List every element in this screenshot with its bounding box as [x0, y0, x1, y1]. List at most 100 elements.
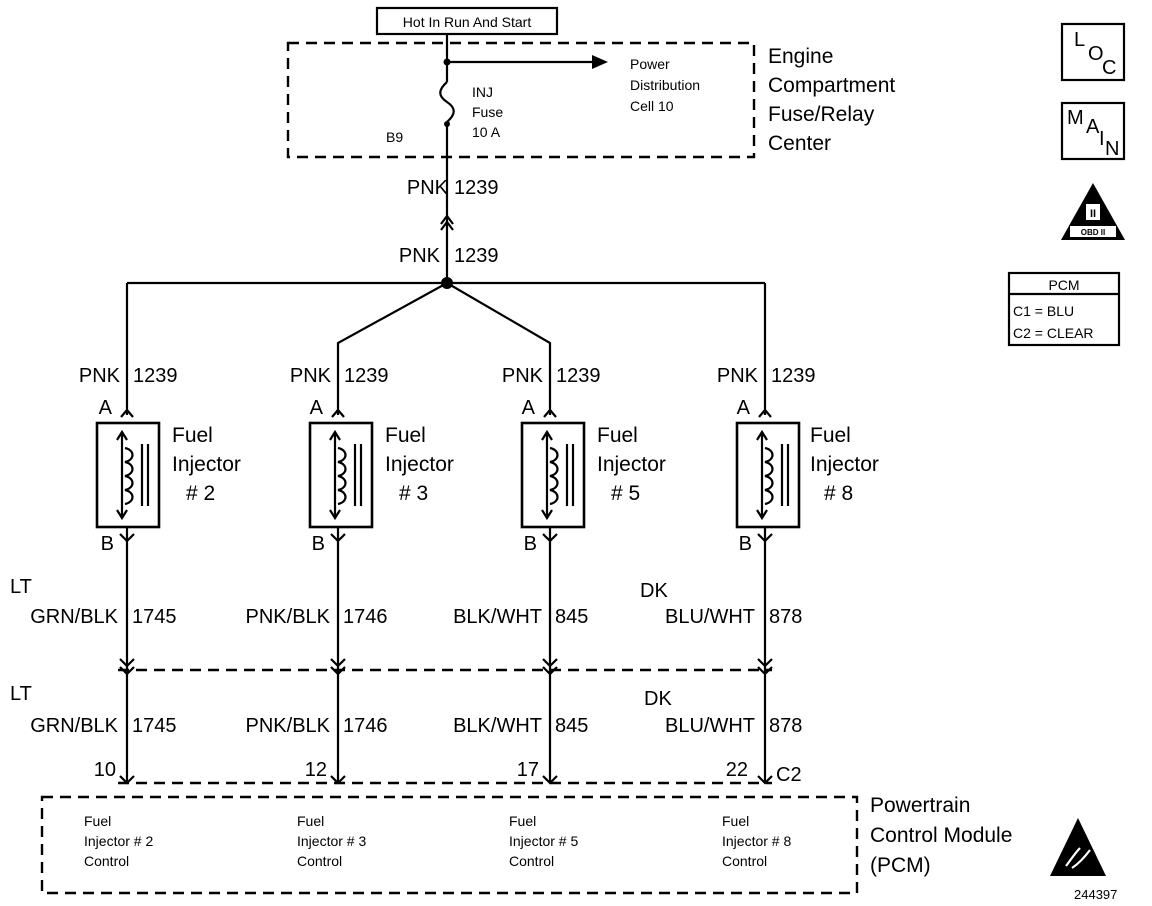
power-label-box: [375, 6, 559, 36]
ctrl-line3: Control: [722, 853, 767, 869]
pcm-connector-label: C2: [776, 764, 802, 786]
fuse-rating: 10 A: [472, 124, 501, 140]
injector-in-circuit: 1239: [344, 365, 389, 387]
coil-icon: [549, 446, 559, 506]
arrow-right-icon: [592, 55, 608, 69]
loc-symbol-l: L: [1074, 29, 1085, 51]
ctrl-line2: Injector # 8: [722, 833, 791, 849]
injector-pin-b: B: [524, 533, 537, 555]
injector-label-line1: Fuel: [385, 424, 426, 447]
pcm-circuit: 878: [769, 715, 802, 737]
loc-symbol-c: C: [1102, 57, 1116, 79]
coil-icon: [124, 446, 134, 506]
injector-label-line3: # 5: [611, 482, 640, 505]
injector-label-line1: Fuel: [597, 424, 638, 447]
power-distribution-line1: Power: [630, 56, 670, 72]
ctrl-line3: Control: [84, 853, 129, 869]
pcm-color: PNK/BLK: [246, 715, 331, 737]
injector-in-color: PNK: [79, 365, 121, 387]
pcm-color: BLU/WHT: [665, 715, 755, 737]
obd-symbol-label: OBD II: [1081, 228, 1105, 237]
injector-label-line2: Injector: [597, 453, 666, 476]
pcm-connector-legend: PCM C1 = BLU C2 = CLEAR: [1007, 271, 1121, 347]
pcm-color: BLK/WHT: [453, 715, 542, 737]
fuse-name: INJ: [472, 84, 493, 100]
loc-symbol-box: [1060, 22, 1126, 82]
power-distribution-line2: Distribution: [630, 77, 700, 93]
loc-symbol-o: O: [1088, 43, 1104, 65]
pcm-pin: 12: [305, 759, 327, 781]
injector-pin-a: A: [310, 397, 324, 419]
coil-icon: [337, 446, 347, 506]
ctrl-line1: Fuel: [509, 813, 536, 829]
injector-label-line1: Fuel: [172, 424, 213, 447]
out-circuit: 878: [769, 606, 802, 628]
center-label-line3: Fuse/Relay: [768, 103, 875, 126]
injector-8: PNK 1239 A Fuel Injector # 8 B DK BLU/WH…: [640, 365, 879, 869]
fuse-word: Fuse: [472, 104, 503, 120]
feed-wire2-circuit: 1239: [454, 245, 499, 267]
out-color-prefix: LT: [10, 576, 32, 598]
out-circuit: 1746: [343, 606, 388, 628]
pcm-color: GRN/BLK: [30, 715, 118, 737]
ctrl-line3: Control: [509, 853, 554, 869]
esd-warning-icon: [1050, 818, 1106, 876]
pcm-label-line1: Powertrain: [870, 794, 970, 817]
injector-label-line3: # 3: [399, 482, 428, 505]
pcm-circuit: 1745: [132, 715, 177, 737]
pcm-label-line2: Control Module: [870, 824, 1012, 847]
ctrl-line1: Fuel: [297, 813, 324, 829]
injector-3: PNK 1239 A Fuel Injector # 3 B PNK/BLK 1…: [246, 365, 454, 869]
out-color: GRN/BLK: [30, 606, 118, 628]
pcm-pin: 17: [517, 759, 539, 781]
injector-label-line1: Fuel: [810, 424, 851, 447]
injector-label-line3: # 8: [824, 482, 853, 505]
pcm-legend-c1: C1 = BLU: [1013, 303, 1074, 319]
connector-icon: [440, 214, 454, 225]
injector-label-line2: Injector: [385, 453, 454, 476]
ctrl-line2: Injector # 5: [509, 833, 578, 849]
power-label: Hot In Run And Start: [403, 14, 532, 30]
figure-number: 244397: [1074, 887, 1117, 902]
injector-2: PNK 1239 A Fuel Injector # 2 B LT GRN/BL…: [10, 365, 241, 869]
feed-wire1-circuit: 1239: [454, 177, 499, 199]
out-circuit: 1745: [132, 606, 177, 628]
injector-in-circuit: 1239: [771, 365, 816, 387]
pcm-circuit: 845: [555, 715, 588, 737]
injector-in-circuit: 1239: [556, 365, 601, 387]
ctrl-line1: Fuel: [722, 813, 749, 829]
ctrl-line2: Injector # 2: [84, 833, 153, 849]
main-symbol-a: A: [1086, 116, 1100, 138]
center-label-line2: Compartment: [768, 74, 895, 97]
coil-icon: [764, 446, 774, 506]
pcm-color-prefix: DK: [644, 688, 672, 710]
pcm-legend-c2: C2 = CLEAR: [1013, 325, 1094, 341]
main-symbol-i: I: [1099, 128, 1105, 150]
injector-in-circuit: 1239: [133, 365, 178, 387]
ctrl-line1: Fuel: [84, 813, 111, 829]
pcm-pin: 10: [94, 759, 116, 781]
injector-in-color: PNK: [502, 365, 544, 387]
injector-pin-b: B: [739, 533, 752, 555]
pcm-legend-title: PCM: [1048, 277, 1079, 293]
main-symbol-m: M: [1067, 107, 1084, 129]
injector-label-line3: # 2: [186, 482, 215, 505]
injector-in-color: PNK: [717, 365, 759, 387]
ctrl-line2: Injector # 3: [297, 833, 366, 849]
obd-symbol-top: II: [1090, 208, 1096, 220]
main-symbol-box: [1060, 101, 1126, 161]
injector-label-line2: Injector: [810, 453, 879, 476]
fuse-icon: [439, 81, 455, 123]
feed-wire2-color: PNK: [399, 245, 441, 267]
pcm-label-line3: (PCM): [870, 854, 931, 877]
fuse-relay-center-box: [286, 41, 756, 159]
out-color: BLK/WHT: [453, 606, 542, 628]
ctrl-line3: Control: [297, 853, 342, 869]
injector-5: PNK 1239 A Fuel Injector # 5 B BLK/WHT 8…: [453, 365, 666, 869]
injector-in-color: PNK: [290, 365, 332, 387]
injector-pin-b: B: [312, 533, 325, 555]
out-color: PNK/BLK: [246, 606, 331, 628]
out-color: BLU/WHT: [665, 606, 755, 628]
center-label-line4: Center: [768, 132, 831, 155]
out-color-prefix: DK: [640, 580, 668, 602]
